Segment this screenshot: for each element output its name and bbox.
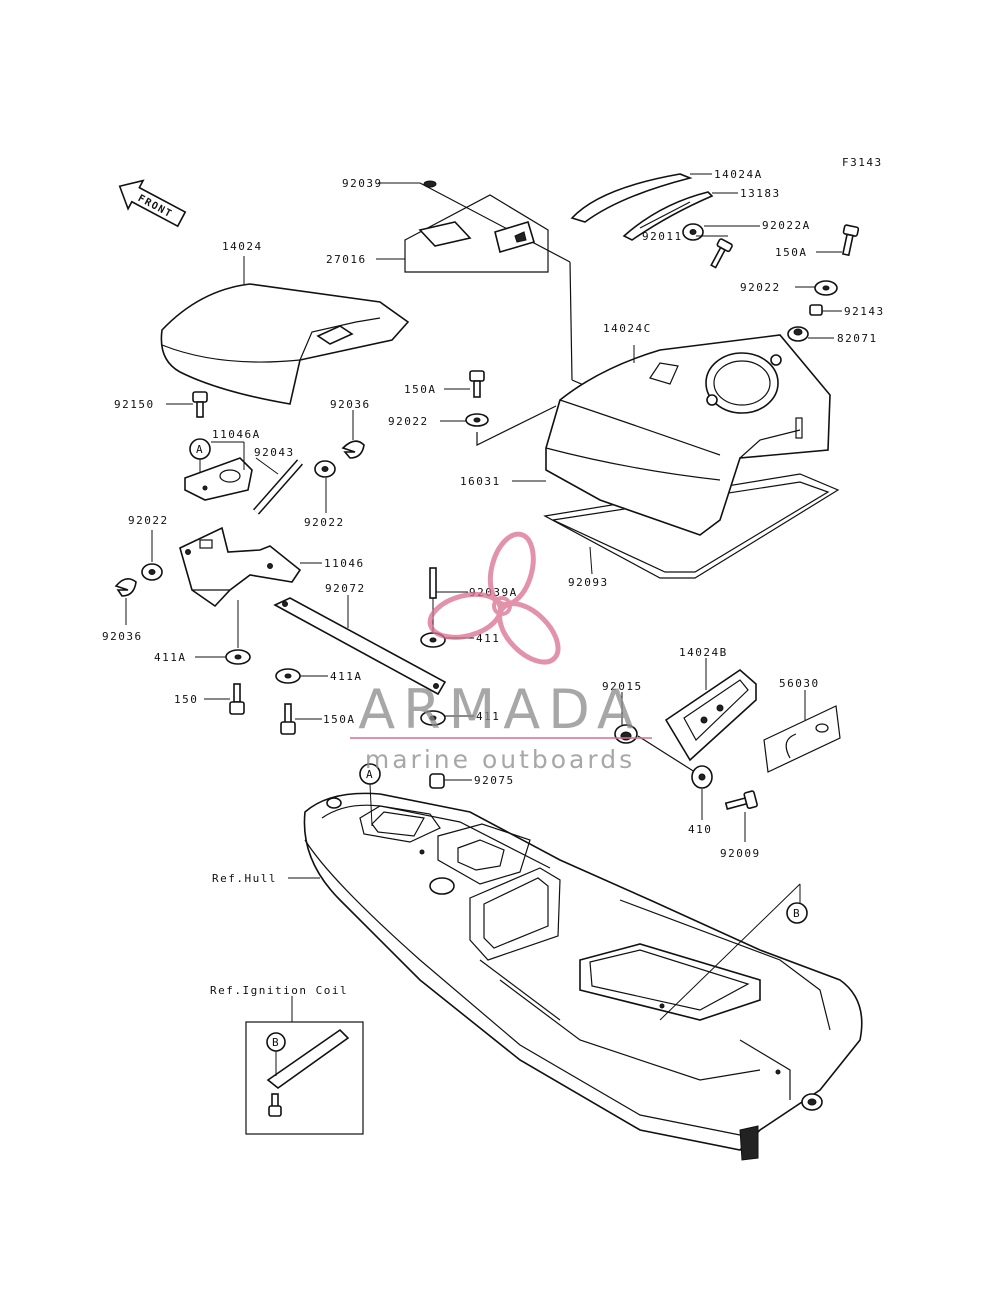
washer-92022a (682, 223, 704, 241)
label-92150: 92150 (114, 398, 155, 411)
callout-a-left-label: A (196, 443, 204, 456)
washer-92022-center (314, 460, 336, 478)
label-92093: 92093 (568, 576, 609, 589)
label-92072: 92072 (325, 582, 366, 595)
washer-92022-top (814, 280, 838, 296)
label-411a-left: 411A (154, 651, 187, 664)
hull (303, 792, 863, 1161)
trim-14024a (570, 173, 693, 223)
cable-92039 (378, 180, 601, 393)
bracket-11046 (179, 526, 302, 608)
cap-92075 (429, 773, 445, 789)
plate-14024b (664, 668, 757, 762)
label-14024c: 14024C (603, 322, 652, 335)
label-11046: 11046 (324, 557, 365, 570)
label-150: 150 (174, 693, 198, 706)
bracket-11046a (184, 457, 253, 501)
label-411-top: 411 (476, 632, 500, 645)
bolt-150a-low (280, 703, 296, 735)
label-92009: 92009 (720, 847, 761, 860)
label-ref-hull: Ref.Hull (212, 872, 277, 885)
gasket-92093 (543, 473, 840, 579)
label-82071: 82071 (837, 332, 878, 345)
label-92039-top: 92039 (342, 177, 383, 190)
label-92015: 92015 (602, 680, 643, 693)
washer-411a-mid (275, 668, 301, 684)
decal-56030 (763, 705, 841, 773)
label-11046a: 11046A (212, 428, 261, 441)
label-14024a: 14024A (714, 168, 763, 181)
callout-b-coil-label: B (272, 1036, 280, 1049)
label-16031: 16031 (460, 475, 501, 488)
label-150a-top: 150A (775, 246, 808, 259)
figure-code: F3143 (842, 156, 883, 169)
label-14024b: 14024B (679, 646, 728, 659)
bolt-150a-top (841, 224, 860, 257)
pin-92043 (252, 459, 304, 515)
clip-92036-top (341, 440, 365, 459)
engine-cover-14024c (545, 334, 831, 536)
propeller-logo-icon (427, 531, 561, 665)
lid-27016 (404, 194, 549, 273)
label-14024: 14024 (222, 240, 263, 253)
label-411a-mid: 411A (330, 670, 363, 683)
washer-92022-left (141, 563, 163, 581)
bolt-92009 (724, 790, 758, 811)
bolt-92011 (710, 238, 733, 269)
label-92143: 92143 (844, 305, 885, 318)
label-92022-top: 92022 (740, 281, 781, 294)
washer-92022-mid (465, 413, 489, 427)
nut-92143 (809, 304, 823, 316)
label-92011: 92011 (642, 230, 683, 243)
label-ref-ignition-coil: Ref.Ignition Coil (210, 984, 348, 997)
clip-92036-left (114, 578, 137, 597)
callout-b-hull: B (659, 883, 808, 1021)
label-92022-mid: 92022 (388, 415, 429, 428)
label-150a-mid: 150A (404, 383, 437, 396)
seat-14024 (160, 283, 410, 405)
label-92075: 92075 (474, 774, 515, 787)
watermark-brand: ARMADA (358, 678, 642, 741)
label-150a-low: 150A (323, 713, 356, 726)
front-arrow-icon: FRONT (118, 179, 187, 228)
label-92036-left: 92036 (102, 630, 143, 643)
callout-a-hull-label: A (366, 768, 374, 781)
ignition-coil-box: B (245, 1021, 364, 1135)
bolt-92150 (192, 391, 208, 418)
label-92022a: 92022A (762, 219, 811, 232)
label-92043: 92043 (254, 446, 295, 459)
label-92036-top: 92036 (330, 398, 371, 411)
label-92022-center: 92022 (304, 516, 345, 529)
label-92022-left: 92022 (128, 514, 169, 527)
label-27016: 27016 (326, 253, 367, 266)
label-13183: 13183 (740, 187, 781, 200)
washer-411a-left (225, 600, 251, 665)
label-411-low: 411 (476, 710, 500, 723)
bolt-150 (229, 683, 245, 715)
callout-a-hull: A (359, 763, 381, 827)
label-410: 410 (688, 823, 712, 836)
trim-13183 (622, 191, 714, 241)
washer-410 (691, 765, 713, 789)
callout-b-hull-label: B (793, 907, 801, 920)
grommet-82071 (787, 326, 809, 342)
washer-411-low (420, 710, 446, 726)
label-56030: 56030 (779, 677, 820, 690)
bolt-150a-mid (469, 370, 485, 398)
watermark-tagline: marine outboards (365, 745, 635, 774)
strap-92072 (273, 597, 447, 696)
watermark: ARMADA marine outboards (350, 531, 652, 774)
